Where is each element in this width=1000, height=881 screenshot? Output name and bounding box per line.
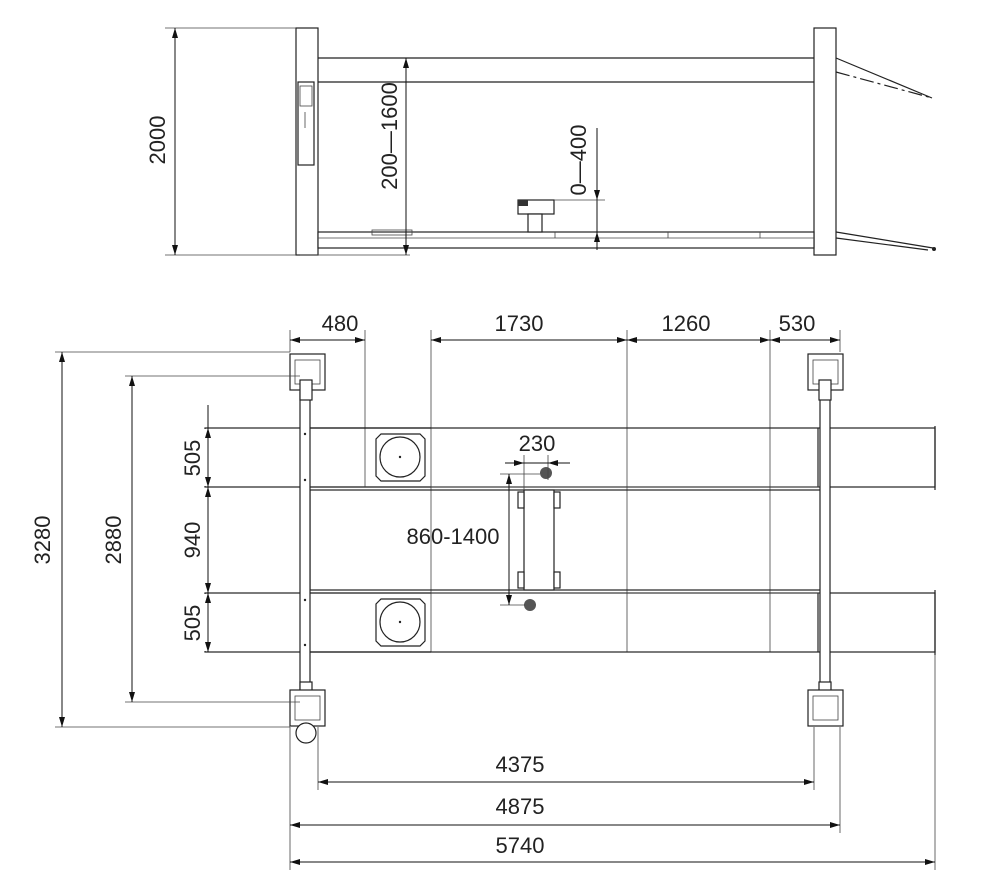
right-crossbeam bbox=[819, 391, 831, 691]
dim-overall-length: 5740 bbox=[496, 833, 545, 858]
side-view: 2000 200—1600 0—400 bbox=[145, 27, 936, 256]
dim-jack-range: 0—400 bbox=[566, 125, 591, 196]
center-platform bbox=[309, 489, 823, 591]
dim-post-spacing: 2880 bbox=[101, 516, 126, 565]
dim-jack-span: 860-1400 bbox=[407, 524, 500, 549]
dim-runway-1: 505 bbox=[180, 440, 205, 477]
dim-inner-posts: 4375 bbox=[496, 752, 545, 777]
post-bottom-right bbox=[807, 681, 844, 727]
turntable-top bbox=[375, 433, 426, 482]
dim-outer-posts: 4875 bbox=[496, 794, 545, 819]
jack bbox=[517, 199, 555, 233]
side-runway bbox=[317, 231, 815, 249]
dim-overall-width: 3280 bbox=[30, 516, 55, 565]
control-box bbox=[297, 81, 315, 166]
post-top-left bbox=[289, 353, 326, 401]
dim-total-height: 2000 bbox=[145, 116, 170, 165]
dim-lift-range: 200—1600 bbox=[377, 82, 402, 190]
motor-icon bbox=[295, 722, 317, 744]
dim-top-1730: 1730 bbox=[495, 311, 544, 336]
rolling-jack bbox=[517, 467, 561, 611]
post-bottom-left bbox=[289, 681, 326, 744]
top-view: 480 1730 1260 530 bbox=[30, 311, 936, 870]
ramp-upper bbox=[835, 57, 933, 99]
right-post bbox=[813, 27, 837, 256]
ramp-lower bbox=[835, 231, 934, 249]
post-top-right bbox=[807, 353, 844, 401]
dim-top-1260: 1260 bbox=[662, 311, 711, 336]
dim-top-480: 480 bbox=[322, 311, 359, 336]
dim-top-530: 530 bbox=[779, 311, 816, 336]
dim-gap: 940 bbox=[180, 522, 205, 559]
dim-runway-2: 505 bbox=[180, 605, 205, 642]
turntable-bottom bbox=[375, 598, 426, 647]
dim-jack-width: 230 bbox=[519, 431, 556, 456]
turntable bbox=[371, 229, 413, 236]
